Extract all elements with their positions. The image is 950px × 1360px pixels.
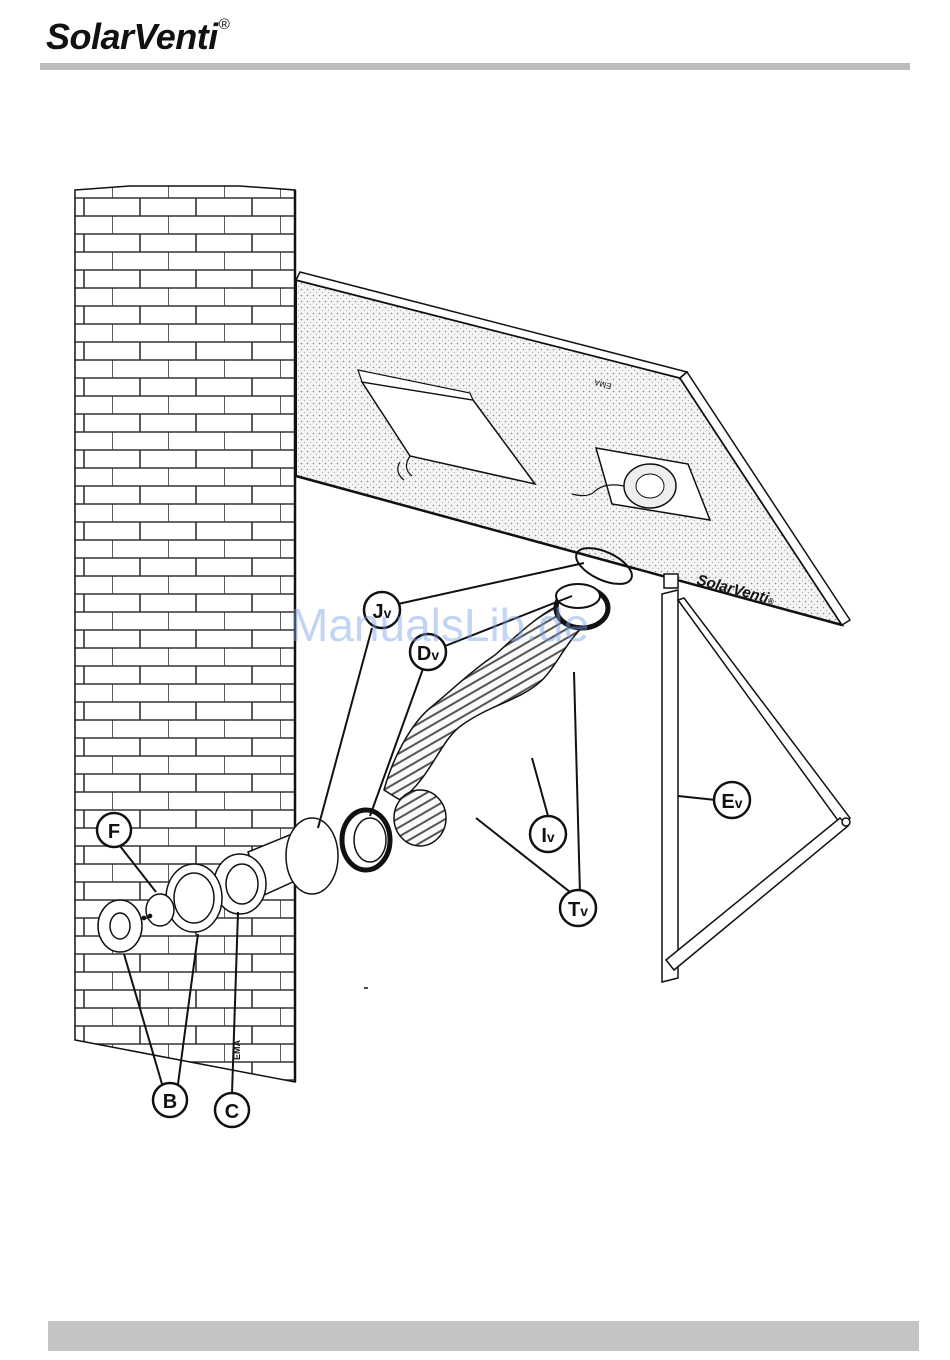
- callout-f: F: [97, 813, 131, 847]
- svg-text:Tv: Tv: [568, 899, 588, 921]
- svg-text:F: F: [108, 821, 120, 843]
- watermark: ManualsLib.de: [290, 598, 589, 652]
- callout-c: C: [215, 1093, 249, 1127]
- adapter-ring-bottom: [342, 810, 390, 870]
- solar-panel: EMA SolarVenti®: [296, 272, 850, 625]
- callout-b: B: [153, 1083, 187, 1117]
- footer-bar: [48, 1321, 919, 1351]
- callout-ev: Ev: [714, 782, 750, 818]
- callout-iv: Iv: [530, 816, 566, 852]
- callout-tv: Tv: [560, 890, 596, 926]
- svg-text:C: C: [225, 1101, 239, 1123]
- mounting-stand: [662, 574, 850, 982]
- svg-text:B: B: [163, 1091, 177, 1113]
- svg-text:Ev: Ev: [721, 791, 742, 813]
- svg-text:Iv: Iv: [541, 825, 555, 847]
